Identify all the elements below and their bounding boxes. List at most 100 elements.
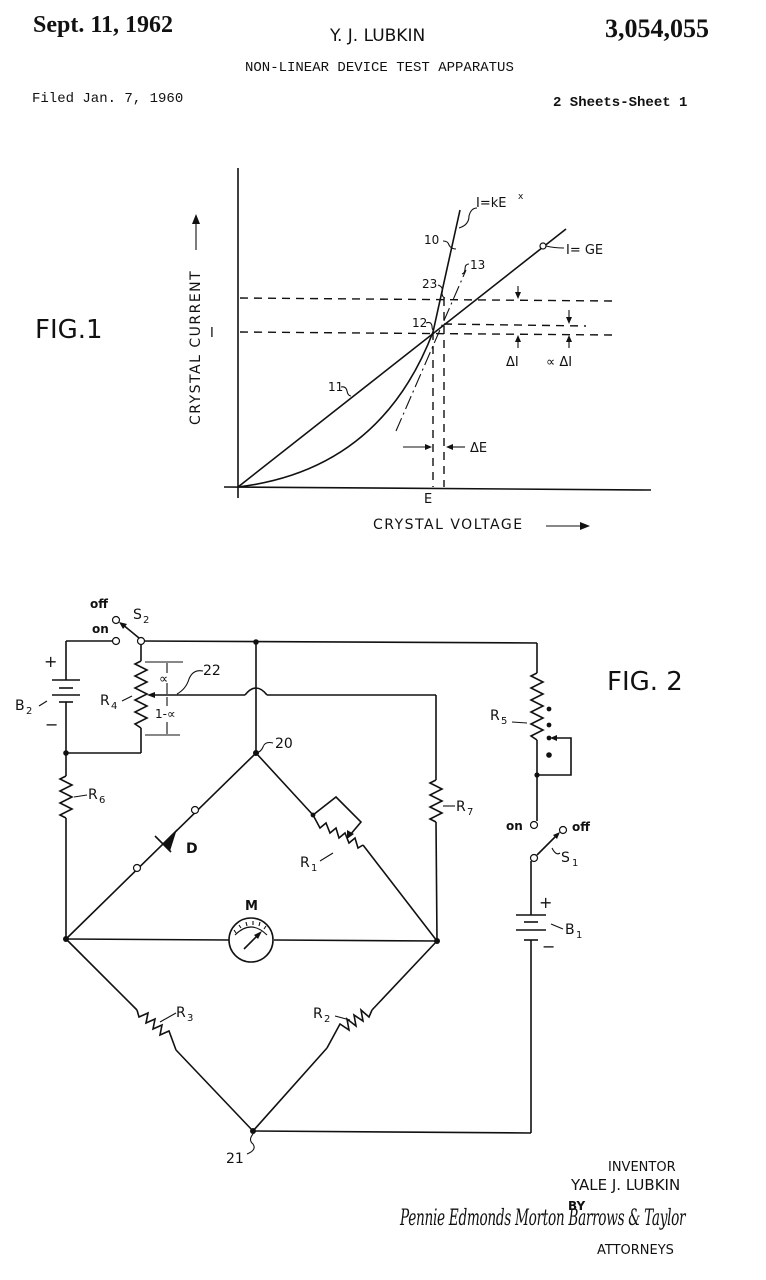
ref-10: 10 <box>424 233 439 247</box>
leader-12 <box>425 321 435 332</box>
s1-subscript: 1 <box>572 858 578 869</box>
r3-subscript: 3 <box>187 1013 193 1024</box>
fig2-label: FIG. 2 <box>607 667 683 697</box>
y-axis-label: CRYSTAL CURRENT <box>188 270 204 425</box>
r5-bypass-loop <box>537 737 572 776</box>
s1-pivot-terminal <box>529 853 539 863</box>
r7-subscript: 7 <box>467 807 473 818</box>
linear-line-label: I= GE <box>566 243 603 258</box>
resistor-r1[interactable] <box>312 814 364 850</box>
attorney-signature: Pennie Edmonds Morton Barrows & Taylor <box>400 1206 686 1231</box>
leader-20 <box>255 741 274 754</box>
leader-linear-line <box>545 245 565 249</box>
patent-title: NON-LINEAR DEVICE TEST APPARATUS <box>245 60 514 76</box>
r2-subscript: 2 <box>324 1014 330 1025</box>
r5-tap-3 <box>546 735 552 741</box>
r5-subscript: 5 <box>501 716 507 727</box>
alpha-guide <box>443 323 587 327</box>
r7-label: R <box>456 799 466 815</box>
b2-label: B <box>15 698 25 714</box>
sheet-count: 2 Sheets-Sheet 1 <box>553 95 688 111</box>
r5-tap-2 <box>546 722 552 728</box>
switch-s2[interactable] <box>111 615 146 646</box>
alpha-dimension-markers <box>145 661 183 736</box>
r2-pointer <box>334 1015 351 1021</box>
b2-subscript: 2 <box>26 706 32 717</box>
one-minus-alpha-label: 1-∝ <box>155 707 176 721</box>
s1-leader <box>551 847 561 855</box>
resistor-r3[interactable] <box>136 1009 177 1051</box>
s1-on-label: on <box>506 819 523 833</box>
r3-label: R <box>176 1005 186 1021</box>
ref-20: 20 <box>275 736 293 752</box>
r5-label: R <box>490 708 500 724</box>
x-axis <box>223 486 652 491</box>
leader-23 <box>437 284 446 299</box>
r6-subscript: 6 <box>99 795 105 806</box>
diode-terminal-lower[interactable] <box>132 863 142 873</box>
leader-10 <box>442 240 457 250</box>
r4-label: R <box>100 693 110 709</box>
fig1-label: FIG.1 <box>35 315 103 345</box>
r3-top-wire <box>65 938 138 1011</box>
r2-bottom-wire <box>252 1047 328 1132</box>
linear-line-GE <box>237 228 567 488</box>
resistor-r7[interactable] <box>428 779 444 823</box>
leader-13 <box>461 263 470 275</box>
r1-label: R <box>300 855 310 871</box>
wire-crossover <box>244 687 268 696</box>
r4-pointer <box>121 695 133 702</box>
r5-pointer <box>511 721 528 724</box>
s1-blade-arrow <box>553 832 560 839</box>
resistor-r4[interactable] <box>133 660 149 729</box>
meter-scale <box>234 926 268 936</box>
I-current-guide <box>239 331 614 336</box>
x-axis-arrow-icon <box>546 522 590 530</box>
leader-22 <box>176 670 204 695</box>
patent-number: 3,054,055 <box>605 14 709 43</box>
r1-subscript: 1 <box>311 863 317 874</box>
resistor-r6[interactable] <box>58 775 74 819</box>
upper-current-guide <box>239 297 614 302</box>
battery-b2 <box>52 679 80 703</box>
ge-marker <box>539 242 547 250</box>
leader-11 <box>340 386 352 397</box>
ref-12: 12 <box>412 316 427 330</box>
r6-pointer <box>73 794 88 798</box>
meter-m[interactable] <box>228 917 274 963</box>
r4-subscript: 4 <box>111 701 117 712</box>
r6-label: R <box>88 787 98 803</box>
x-axis-label: CRYSTAL VOLTAGE <box>373 517 524 533</box>
inventor-heading: INVENTOR <box>608 1160 676 1175</box>
s1-blade <box>536 833 559 856</box>
inventor-name: YALE J. LUBKIN <box>571 1176 681 1194</box>
leader-21 <box>246 1133 255 1155</box>
ref-23: 23 <box>422 277 437 291</box>
s2-subscript: 2 <box>143 615 149 626</box>
resistor-r5[interactable] <box>529 672 545 741</box>
b2-plus-sign: + <box>44 652 57 671</box>
meter-label: M <box>245 899 258 914</box>
delta-i-label: ΔI <box>506 355 519 370</box>
s1-off-label: off <box>572 820 590 834</box>
diode-label: D <box>186 841 198 857</box>
b1-minus-sign: − <box>542 937 555 956</box>
r5-tap-4 <box>546 752 552 758</box>
r7-bottom-wire <box>435 821 438 942</box>
y-axis-arrow-icon <box>192 214 200 250</box>
s2-label: S <box>133 607 142 623</box>
s2-pivot-terminal <box>136 636 146 646</box>
resistor-r2[interactable] <box>326 1007 373 1049</box>
s2-off-label: off <box>90 597 108 611</box>
tangent-line-13 <box>395 269 467 432</box>
r1-rheostat-loop <box>312 795 363 836</box>
b1-label: B <box>565 922 575 938</box>
filed-date: Filed Jan. 7, 1960 <box>32 91 184 107</box>
diode-arm-wire <box>65 752 257 940</box>
ref-11: 11 <box>328 380 343 394</box>
r3-bottom-wire <box>175 1049 254 1132</box>
x-tick-E: E <box>424 492 432 507</box>
switch-s1[interactable] <box>529 820 568 863</box>
diode-terminal-upper[interactable] <box>190 805 200 815</box>
